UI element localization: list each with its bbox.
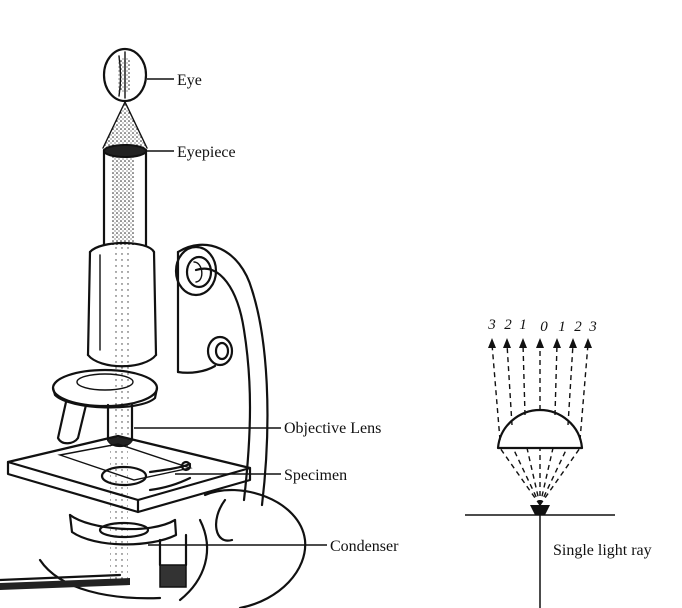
nosepiece <box>51 368 159 409</box>
microscope <box>0 47 307 608</box>
label-objective-lens: Objective Lens <box>284 420 381 437</box>
label-condenser: Condenser <box>330 538 399 555</box>
coarse-focus-knob <box>174 245 218 297</box>
ray-number: 2 <box>574 319 582 335</box>
lens-ray-diagram: 3 2 1 0 1 2 3 Single light ray <box>465 317 652 608</box>
body-tube <box>86 242 158 368</box>
stage <box>6 434 252 514</box>
ray-number: 3 <box>588 319 597 335</box>
label-eyepiece: Eyepiece <box>177 144 236 161</box>
label-single-light-ray: Single light ray <box>553 542 652 559</box>
ray-number: 2 <box>504 317 512 333</box>
microscope-arm <box>176 243 269 507</box>
light-path <box>110 150 134 585</box>
outgoing-rays <box>488 338 592 441</box>
ray-number: 3 <box>487 317 496 333</box>
light-source <box>530 505 550 515</box>
microscope-base <box>0 488 307 608</box>
ray-number: 0 <box>540 319 548 335</box>
eyepiece-tube <box>102 144 148 247</box>
ray-number: 1 <box>519 317 527 333</box>
labels: Eye Eyepiece Objective Lens Specimen Con… <box>134 72 399 555</box>
ray-numbers: 3 2 1 0 1 2 3 <box>487 317 597 335</box>
ray-number: 1 <box>558 319 566 335</box>
light-cone <box>102 101 148 149</box>
label-specimen: Specimen <box>284 467 347 484</box>
condenser-assembly <box>68 513 188 588</box>
hemisphere-lens <box>496 408 584 450</box>
label-eye: Eye <box>177 72 202 89</box>
eye-drawing <box>102 47 148 103</box>
source-rays <box>499 447 581 506</box>
fine-focus-knob <box>206 335 234 367</box>
